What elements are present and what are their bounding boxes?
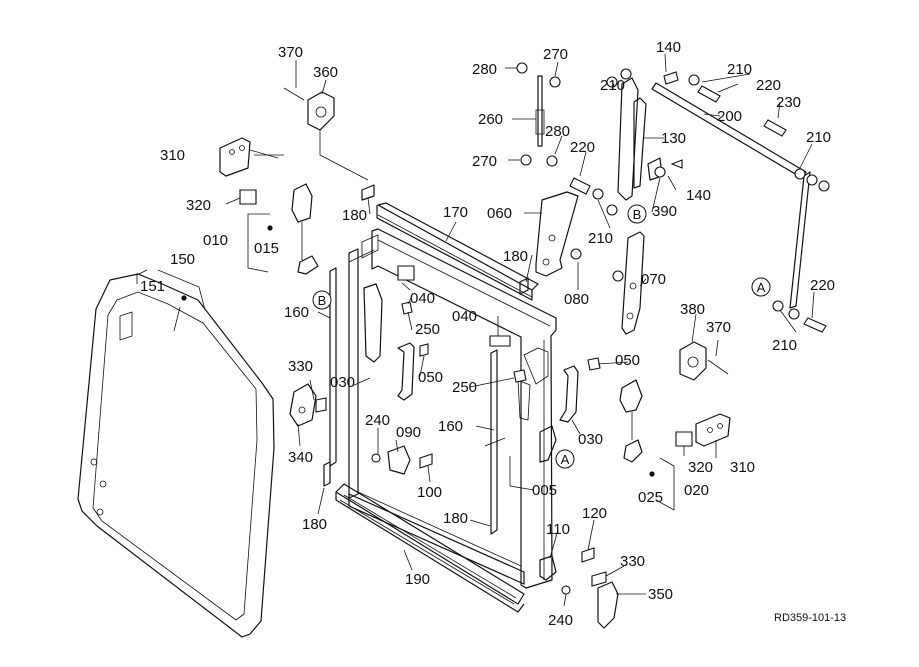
sill-190: [335, 483, 525, 613]
hinge-030-right: [559, 365, 579, 423]
bracket-left-upper: [363, 283, 383, 363]
label-070: 070: [641, 271, 666, 288]
label-270-top: 270: [543, 46, 568, 63]
plate-310-right: [695, 413, 731, 447]
label-320-right: 320: [688, 459, 713, 476]
label-180-left: 180: [302, 516, 327, 533]
lock-340: [289, 383, 317, 427]
bracket-070: [621, 231, 645, 335]
hinge-030-left: [397, 342, 415, 401]
label-050-right: 050: [615, 352, 640, 369]
label-040-mid: 040: [452, 308, 477, 325]
label-380: 380: [680, 301, 705, 318]
label-010: 010: [203, 232, 228, 249]
callout-a-mid: A: [555, 449, 575, 469]
label-030-right: 030: [578, 431, 603, 448]
reference-code: RD359-101-13: [774, 612, 846, 624]
label-090: 090: [396, 424, 421, 441]
linkage-200: [535, 75, 811, 309]
label-270-mid: 270: [472, 153, 497, 170]
label-130: 130: [661, 130, 686, 147]
bracket-060: [535, 191, 579, 277]
label-280-top: 280: [472, 61, 497, 78]
label-220-top: 220: [756, 77, 781, 94]
label-160-mid: 160: [438, 418, 463, 435]
label-110: 110: [546, 521, 570, 538]
part-labels: 370 360 280 270 140 210 220 210 230 200 …: [140, 39, 835, 629]
callout-b-left: B: [312, 290, 332, 310]
label-140-top: 140: [656, 39, 681, 56]
hardware: [239, 62, 830, 595]
label-240-bottom: 240: [548, 612, 573, 629]
label-390: 390: [652, 203, 677, 220]
label-220-mid: 220: [570, 139, 595, 156]
label-100: 100: [417, 484, 442, 501]
label-370-right: 370: [706, 319, 731, 336]
label-240-left: 240: [365, 412, 390, 429]
label-330-right: 330: [620, 553, 645, 570]
bracket-mid-lower: [539, 425, 557, 463]
label-280-mid: 280: [545, 123, 570, 140]
label-340: 340: [288, 449, 313, 466]
door-panel: [77, 273, 275, 638]
label-310-right: 310: [730, 459, 755, 476]
label-210-bottom-right: 210: [772, 337, 797, 354]
label-180-top: 180: [342, 207, 367, 224]
label-030-left: 030: [330, 374, 355, 391]
label-025: 025: [638, 489, 663, 506]
callout-b-right-text: B: [633, 207, 642, 222]
label-250-top: 250: [415, 321, 440, 338]
weather-strips: [323, 184, 529, 535]
leader-lines: [225, 53, 815, 607]
label-015: 015: [254, 240, 279, 257]
label-360: 360: [313, 64, 338, 81]
label-350: 350: [648, 586, 673, 603]
label-180-mid: 180: [503, 248, 528, 265]
label-151: 151: [140, 278, 165, 295]
label-250-mid: 250: [452, 379, 477, 396]
label-210-a: 210: [600, 77, 625, 94]
callout-b-right: B: [627, 204, 647, 224]
bracket-left-lower: [387, 445, 411, 475]
cab-frame: [348, 228, 557, 589]
latch-025: [619, 379, 675, 511]
clamp-110: [539, 555, 557, 581]
label-050-left: 050: [418, 369, 443, 386]
label-170: 170: [443, 204, 468, 221]
callout-a-right: A: [751, 277, 771, 297]
label-180-bottom: 180: [443, 510, 468, 527]
label-040-top: 040: [410, 290, 435, 307]
callout-a-mid-text: A: [561, 452, 570, 467]
label-210-mid: 210: [588, 230, 613, 247]
lock-350: [597, 581, 619, 629]
label-370-top: 370: [278, 44, 303, 61]
label-230: 230: [776, 94, 801, 111]
handle-360: [283, 87, 369, 181]
label-190: 190: [405, 571, 430, 588]
callout-b-left-text: B: [318, 293, 327, 308]
label-080: 080: [564, 291, 589, 308]
bracket-150-151: [136, 269, 206, 332]
callout-a-right-text: A: [757, 280, 766, 295]
label-200: 200: [717, 108, 742, 125]
label-150: 150: [170, 251, 195, 268]
label-310-left: 310: [160, 147, 185, 164]
latch-015: [247, 183, 319, 275]
label-060: 060: [487, 205, 512, 222]
rail-170: [376, 202, 539, 301]
label-020: 020: [684, 482, 709, 499]
plate-310-left: [219, 137, 279, 177]
label-160-left: 160: [284, 304, 309, 321]
label-220-right: 220: [810, 277, 835, 294]
label-210-b: 210: [727, 61, 752, 78]
label-320-left: 320: [186, 197, 211, 214]
label-330-left: 330: [288, 358, 313, 375]
label-120: 120: [582, 505, 607, 522]
label-140-mid: 140: [686, 187, 711, 204]
label-210-right: 210: [806, 129, 831, 146]
label-005: 005: [532, 482, 557, 499]
label-260: 260: [478, 111, 503, 128]
handle-380: [679, 341, 729, 381]
